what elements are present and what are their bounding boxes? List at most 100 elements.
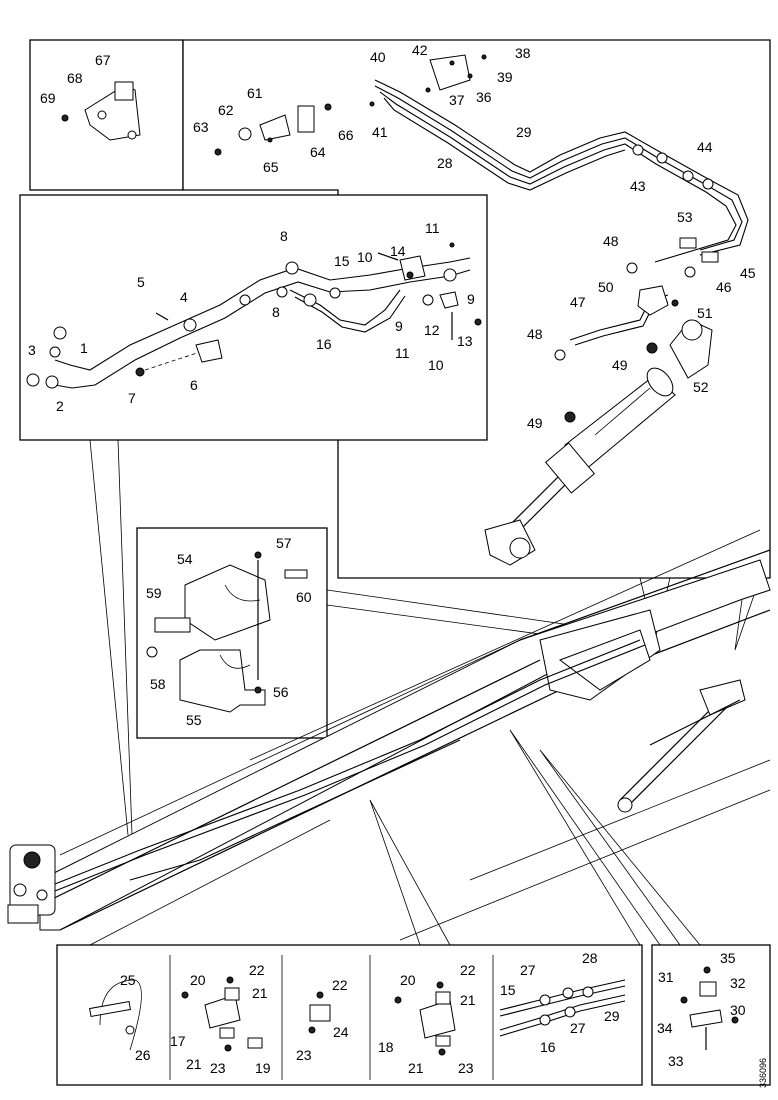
callout: 36	[476, 89, 492, 105]
callout: 4	[180, 289, 188, 305]
callout: 11	[395, 345, 410, 361]
callout: 67	[95, 52, 111, 68]
callout: 22	[332, 977, 348, 993]
callout: 49	[527, 415, 543, 431]
callout: 6	[190, 377, 198, 393]
callout: 8	[272, 304, 280, 320]
panel-left	[19, 194, 488, 441]
callout: 29	[516, 124, 532, 140]
callout: 54	[177, 551, 193, 567]
callout: 66	[338, 127, 354, 143]
callout: 1	[80, 340, 88, 356]
chassis-frame	[7, 529, 771, 946]
callout: 11	[425, 220, 440, 236]
callout: 15	[500, 982, 516, 998]
callout: 50	[598, 279, 614, 295]
callout: 22	[249, 962, 265, 978]
callout: 48	[527, 326, 543, 342]
callout: 21	[252, 985, 268, 1001]
callout: 44	[697, 139, 713, 155]
callout: 39	[497, 69, 513, 85]
callout: 20	[400, 972, 416, 988]
callout: 17	[170, 1033, 186, 1049]
callout: 32	[730, 975, 746, 991]
callout: 24	[333, 1024, 349, 1040]
callout: 16	[316, 336, 332, 352]
callout: 21	[186, 1056, 202, 1072]
callout: 42	[412, 42, 428, 58]
callout: 55	[186, 712, 202, 728]
callout: 9	[467, 291, 475, 307]
left-panel-parts	[26, 242, 482, 389]
callout: 41	[372, 124, 388, 140]
callout: 69	[40, 90, 56, 106]
callout: 23	[210, 1060, 226, 1076]
callout: 5	[137, 274, 145, 290]
drawing-reference: 336096	[758, 1058, 768, 1088]
callout: 27	[570, 1020, 586, 1036]
callout: 30	[730, 1002, 746, 1018]
callout: 49	[612, 357, 628, 373]
callout: 3	[28, 342, 36, 358]
callout: 19	[255, 1060, 271, 1076]
callout: 68	[67, 70, 83, 86]
callout: 21	[408, 1060, 424, 1076]
callout: 40	[370, 49, 386, 65]
callout: 23	[458, 1060, 474, 1076]
callout: 28	[437, 155, 453, 171]
callout: 18	[378, 1039, 394, 1055]
callout: 63	[193, 119, 209, 135]
middle-box-parts	[146, 551, 308, 713]
callout: 57	[276, 535, 292, 551]
callout: 25	[120, 972, 136, 988]
callout: 47	[570, 294, 586, 310]
callout: 28	[582, 950, 598, 966]
top-left-bracket	[61, 81, 141, 141]
callout: 53	[677, 209, 693, 225]
panel-frames	[19, 39, 771, 1086]
callout: 34	[657, 1020, 673, 1036]
callout: 35	[720, 950, 736, 966]
callout: 13	[457, 333, 473, 349]
callout: 26	[135, 1047, 151, 1063]
callout: 58	[150, 676, 166, 692]
callout: 33	[668, 1053, 684, 1069]
callout: 59	[146, 585, 162, 601]
callout: 9	[395, 318, 403, 334]
callout: 51	[697, 305, 713, 321]
callout: 62	[218, 102, 234, 118]
callout: 23	[296, 1047, 312, 1063]
callout: 10	[428, 357, 444, 373]
callout: 60	[296, 589, 312, 605]
callout: 7	[128, 390, 136, 406]
callout-labels: 67 68 69 38 42 39 40 37 36 41 61 62 63 6…	[28, 42, 756, 1076]
panel-bottom	[56, 944, 643, 1086]
top-right-parts	[214, 54, 749, 566]
callout: 52	[693, 379, 709, 395]
steering-gear-housing	[7, 844, 56, 924]
callout: 31	[658, 969, 674, 985]
callout: 12	[424, 322, 440, 338]
chassis-cylinder	[617, 679, 746, 813]
callout: 22	[460, 962, 476, 978]
callout: 15	[334, 253, 350, 269]
callout: 45	[740, 265, 756, 281]
bottom-panel-parts	[89, 966, 739, 1056]
callout: 14	[390, 243, 406, 259]
callout: 16	[540, 1039, 556, 1055]
callout: 65	[263, 159, 279, 175]
callout: 29	[604, 1008, 620, 1024]
callout: 20	[190, 972, 206, 988]
callout: 48	[603, 233, 619, 249]
callout: 2	[56, 398, 64, 414]
callout: 38	[515, 45, 531, 61]
steering-cylinder	[484, 319, 713, 566]
callout: 61	[247, 85, 263, 101]
callout: 21	[460, 992, 476, 1008]
callout: 46	[716, 279, 732, 295]
callout: 64	[310, 144, 326, 160]
callout: 8	[280, 228, 288, 244]
callout: 56	[273, 684, 289, 700]
callout: 10	[357, 249, 373, 265]
